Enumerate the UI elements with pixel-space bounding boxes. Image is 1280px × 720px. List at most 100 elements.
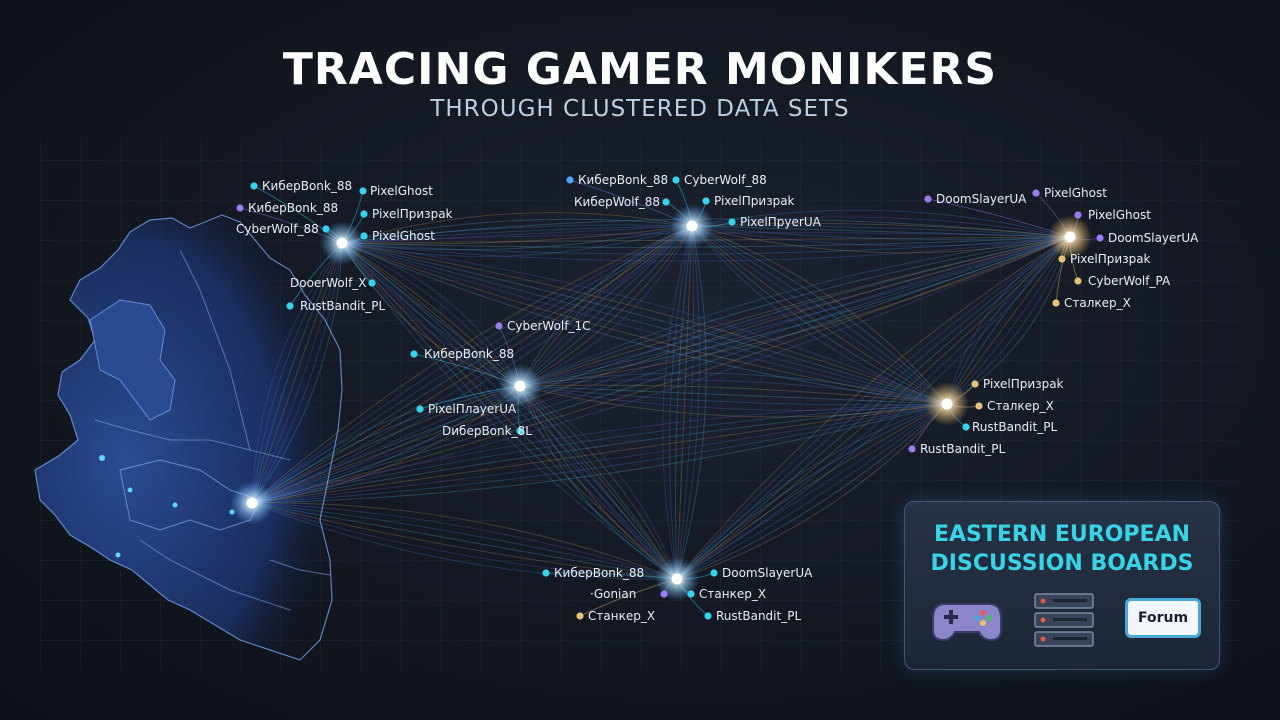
link-line	[676, 236, 1071, 580]
link-line	[341, 236, 1071, 248]
moniker-label: PixelПризрak	[983, 377, 1064, 391]
link-line	[251, 403, 948, 504]
link-line	[251, 225, 693, 504]
link-line	[946, 236, 1071, 405]
link-line	[691, 225, 948, 405]
link-line	[341, 242, 678, 580]
link-line	[251, 225, 693, 504]
moniker-label: RustBandit_PL	[300, 299, 385, 313]
moniker-label: DoomSlayerUA	[936, 192, 1027, 206]
link-line	[691, 225, 1071, 238]
link-line	[676, 403, 948, 580]
link-line	[676, 403, 948, 580]
europe-map	[34, 214, 343, 661]
moniker-label: КиберBonk_88	[424, 347, 514, 361]
moniker-label: PixelGhost	[1044, 186, 1107, 200]
moniker-label: КиберBonk_88	[554, 566, 644, 580]
link-line	[519, 236, 1071, 387]
link-line	[251, 502, 678, 580]
moniker-dot	[962, 423, 970, 431]
link-line	[519, 236, 1071, 387]
moniker-dot	[728, 218, 736, 226]
moniker-dot	[1096, 234, 1104, 242]
link-line	[341, 242, 678, 580]
link-line	[341, 224, 693, 244]
page-title: TRACING GAMER MONIKERS	[282, 44, 998, 95]
link-line	[519, 385, 678, 580]
link-line	[341, 242, 521, 387]
link-line	[946, 236, 1071, 405]
moniker-dot	[576, 612, 584, 620]
link-line	[676, 403, 948, 580]
link-line	[341, 242, 678, 580]
hub-node	[514, 380, 526, 392]
link-line	[676, 236, 1071, 580]
link-line	[676, 225, 693, 580]
moniker-label: PixelПлayerUA	[428, 402, 517, 416]
link-line	[691, 225, 948, 405]
link-line	[676, 225, 700, 580]
hub-node	[671, 573, 683, 585]
moniker-label: PixelПризрak	[372, 207, 453, 221]
link-line	[251, 242, 343, 504]
moniker-dot	[672, 176, 680, 184]
link-line	[691, 225, 948, 405]
moniker-label: КиберBonk_88	[262, 179, 352, 193]
link-line	[251, 403, 948, 504]
link-line	[691, 216, 1071, 238]
link-line	[946, 236, 1071, 405]
link-line	[341, 242, 678, 580]
forum-icon: Forum	[1125, 598, 1201, 638]
link-line	[676, 236, 1071, 580]
link-line	[251, 502, 678, 580]
link-line	[251, 236, 1071, 504]
link-line	[519, 236, 1071, 387]
link-line	[251, 403, 948, 504]
panel-title: EASTERN EUROPEAN DISCUSSION BOARDS	[930, 522, 1194, 576]
moniker-label: DoomSlayerUA	[1108, 231, 1199, 245]
link-line	[251, 225, 693, 504]
link-line	[341, 236, 1071, 255]
link-line	[519, 385, 678, 580]
link-line	[519, 385, 678, 580]
link-line	[691, 225, 948, 405]
moniker-dot	[924, 195, 932, 203]
link-line	[251, 403, 948, 504]
link-line	[251, 502, 678, 580]
moniker-dot	[236, 204, 244, 212]
link-line	[251, 403, 948, 504]
link-line	[251, 236, 1071, 504]
link-line	[676, 236, 1071, 580]
link-line	[676, 236, 1071, 580]
link-line	[519, 225, 693, 387]
link-line	[251, 236, 1071, 504]
moniker-dot	[662, 198, 670, 206]
page-subtitle: THROUGH CLUSTERED DATA SETS	[430, 96, 850, 122]
hub-node	[941, 398, 953, 410]
link-line	[519, 385, 678, 580]
moniker-label: Cтaлкep_X	[987, 399, 1054, 413]
link-line	[251, 502, 678, 580]
link-line	[251, 242, 343, 504]
link-line	[519, 385, 678, 580]
moniker-label: PixelGhost	[1088, 208, 1151, 222]
link-line	[251, 385, 521, 504]
link-line	[676, 236, 1071, 580]
moniker-label: DoomSlayerUA	[722, 566, 813, 580]
link-line	[251, 242, 343, 504]
moniker-label: CyberWolf_88	[684, 173, 767, 187]
link-line	[691, 225, 948, 405]
moniker-dot	[286, 302, 294, 310]
link-line	[519, 385, 948, 418]
moniker-dot	[410, 350, 418, 358]
link-line	[341, 212, 693, 244]
link-line	[691, 225, 1071, 254]
link-line	[251, 242, 343, 504]
link-line	[341, 218, 693, 244]
link-line	[676, 236, 1071, 580]
legend-panel: EASTERN EUROPEAN DISCUSSION BOARDS Forum	[904, 501, 1220, 670]
link-line	[691, 209, 1071, 238]
link-line	[519, 379, 948, 405]
